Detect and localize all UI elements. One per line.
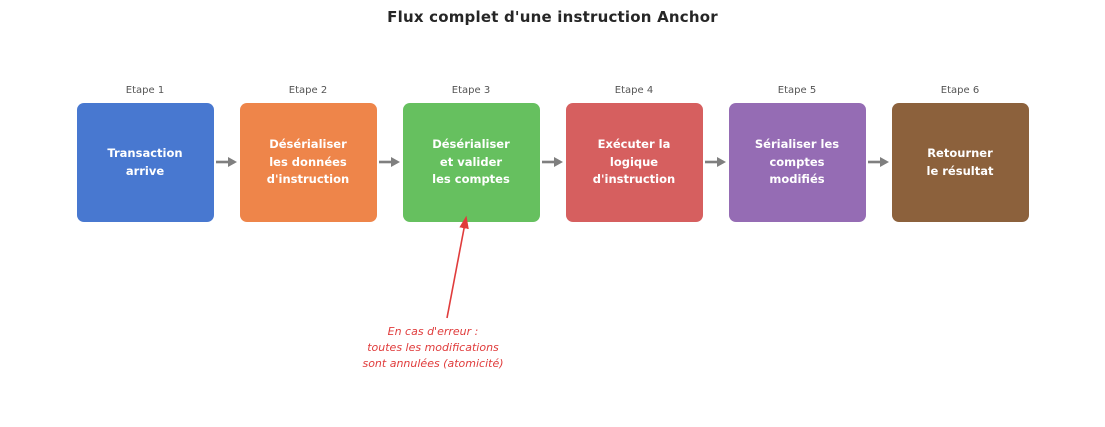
- flow-step-1: Etape 1 Transaction arrive: [76, 85, 214, 222]
- error-annotation: En cas d'erreur : toutes les modificatio…: [362, 325, 504, 370]
- flow-arrow-icon: [703, 156, 729, 168]
- flow-arrow-icon: [214, 156, 240, 168]
- flow-step-3: Etape 3 Désérialiser et valider les comp…: [402, 85, 540, 222]
- step-box-valider-comptes: Désérialiser et valider les comptes: [402, 103, 540, 222]
- flow-step-4: Etape 4 Exécuter la logique d'instructio…: [565, 85, 703, 222]
- step-box-deserialiser-donnees: Désérialiser les données d'instruction: [239, 103, 377, 222]
- flow-step-5: Etape 5 Sérialiser les comptes modifiés: [728, 85, 866, 222]
- step-stage-label: Etape 4: [614, 85, 654, 96]
- flow-arrow-icon: [540, 156, 566, 168]
- flow-step-6: Etape 6 Retourner le résultat: [891, 85, 1029, 222]
- step-box-transaction: Transaction arrive: [76, 103, 214, 222]
- step-stage-label: Etape 3: [451, 85, 491, 96]
- step-stage-label: Etape 6: [940, 85, 980, 96]
- step-box-serialiser-comptes: Sérialiser les comptes modifiés: [728, 103, 866, 222]
- flow-arrow-icon: [866, 156, 892, 168]
- step-stage-label: Etape 1: [125, 85, 165, 96]
- flow-step-2: Etape 2 Désérialiser les données d'instr…: [239, 85, 377, 222]
- flow-row: Etape 1 Transaction arrive Etape 2 Désér…: [0, 85, 1105, 222]
- step-box-retourner-resultat: Retourner le résultat: [891, 103, 1029, 222]
- step-box-executer-logique: Exécuter la logique d'instruction: [565, 103, 703, 222]
- step-stage-label: Etape 5: [777, 85, 817, 96]
- diagram-title: Flux complet d'une instruction Anchor: [387, 8, 718, 26]
- flow-arrow-icon: [377, 156, 403, 168]
- step-stage-label: Etape 2: [288, 85, 328, 96]
